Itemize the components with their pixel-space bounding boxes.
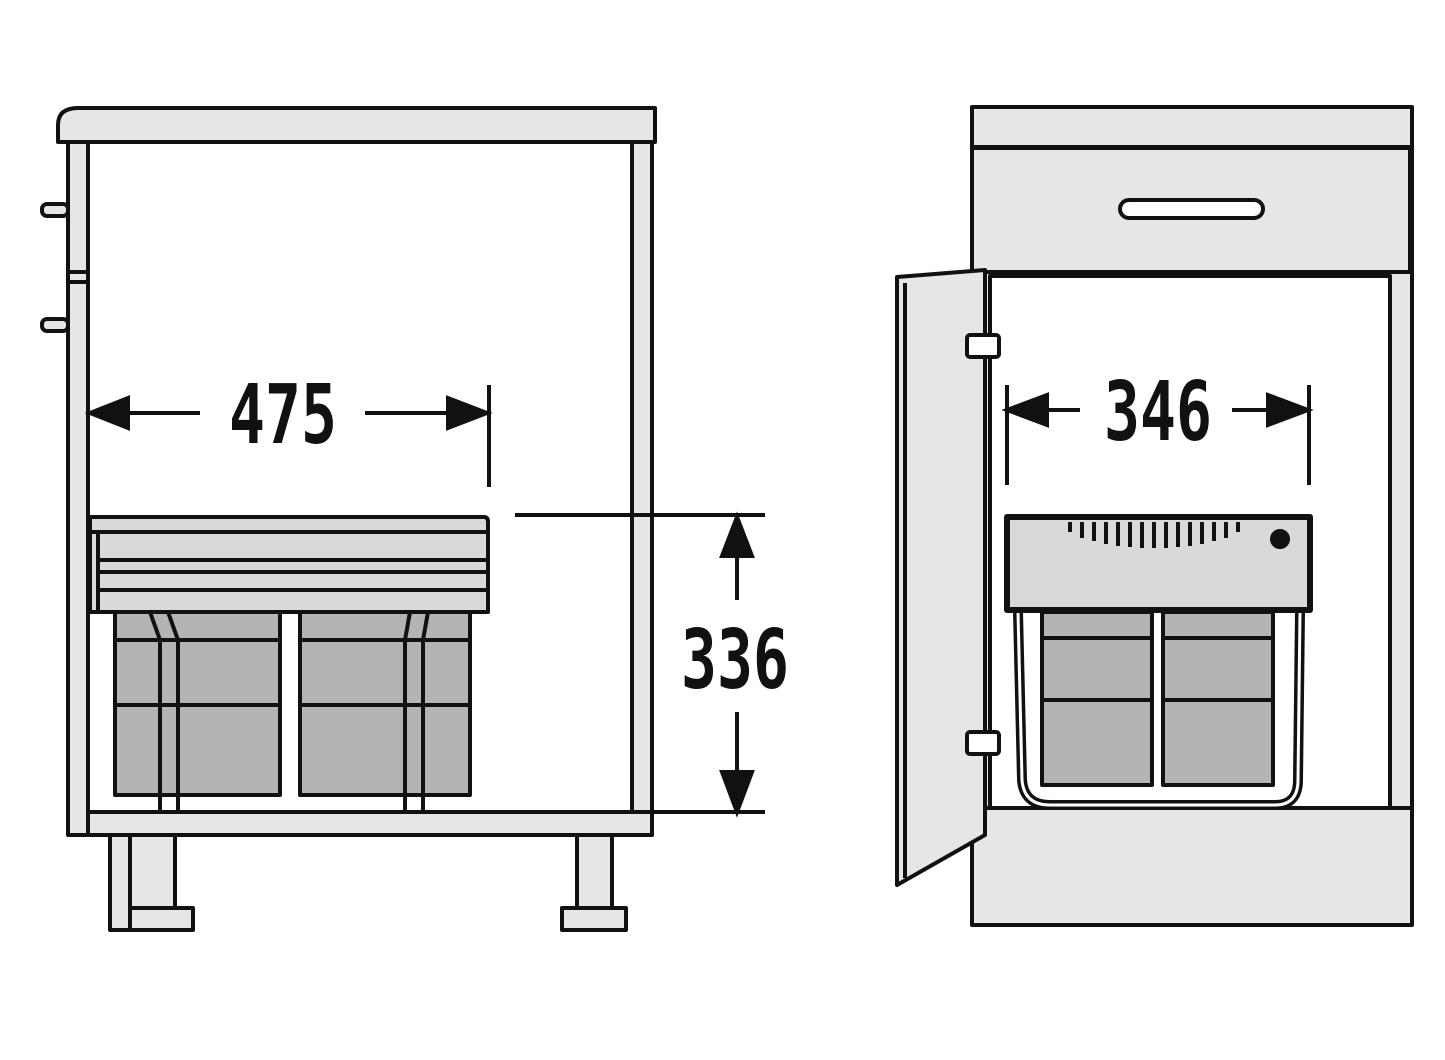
lid <box>1004 514 1313 613</box>
height-label-left: 336 <box>681 613 789 708</box>
lid-button <box>1270 529 1290 549</box>
leg <box>108 833 132 932</box>
hinge <box>965 333 1001 359</box>
hinge <box>965 730 1001 756</box>
countertop <box>56 106 657 144</box>
right-cabinet <box>895 105 1414 927</box>
left-cabinet <box>40 106 657 932</box>
lid-vents <box>1068 522 1240 548</box>
foot <box>560 906 628 932</box>
leg <box>575 833 614 912</box>
knob <box>40 202 70 218</box>
width-label-right: 346 <box>1104 365 1212 460</box>
open-door <box>895 268 987 887</box>
foot <box>128 906 195 932</box>
wire-handle <box>148 611 180 812</box>
knob <box>40 317 70 333</box>
wire-handle <box>403 611 430 812</box>
right-side-panel <box>630 140 654 837</box>
bottom-shelf <box>86 810 654 837</box>
dimension-width-right <box>1001 385 1314 485</box>
dimension-height-left <box>515 511 765 818</box>
dimension-width-left <box>84 385 493 487</box>
drawer-handle <box>1118 198 1265 220</box>
left-side-panel <box>66 140 90 837</box>
leg <box>128 833 177 912</box>
width-label-left: 475 <box>229 368 337 463</box>
